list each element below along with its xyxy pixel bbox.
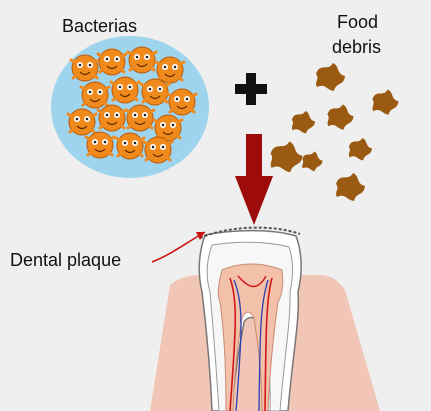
food-debris-group	[270, 63, 399, 201]
bacterium	[69, 54, 101, 82]
bacterium	[79, 81, 111, 109]
blood-vessel	[258, 279, 269, 411]
bacterium	[152, 114, 184, 142]
blood-vessel	[233, 279, 242, 411]
food-debris-blob	[291, 111, 315, 134]
bacteria-label: Bacterias	[62, 16, 138, 36]
bacterium	[114, 132, 146, 160]
food-debris-blob	[316, 63, 345, 91]
dental-plaque-label: Dental plaque	[10, 250, 122, 270]
tooth-cross-section	[150, 226, 380, 411]
bacterium	[96, 104, 128, 132]
food-debris-blob	[336, 173, 365, 201]
food-label-line1: Food	[337, 12, 379, 32]
bacterium	[139, 78, 171, 106]
bacterium	[109, 76, 141, 104]
bacterium	[96, 48, 128, 76]
bacterium	[142, 136, 174, 164]
nerve	[237, 275, 267, 288]
bacterium	[154, 56, 186, 84]
plus-icon	[235, 73, 267, 105]
bacterium	[166, 88, 198, 116]
food-debris-blob	[327, 104, 354, 130]
bacteria-group	[51, 36, 209, 178]
food-debris-blob	[270, 141, 303, 173]
bacterium	[84, 131, 116, 159]
nerve	[264, 277, 273, 411]
bacterium	[126, 46, 158, 74]
food-debris-blob	[302, 151, 323, 172]
down-arrow-icon	[235, 134, 273, 225]
nerve	[229, 277, 237, 411]
food-debris-blob	[372, 89, 399, 115]
food-label-line2: debris	[332, 37, 382, 57]
bacterium	[66, 108, 98, 136]
bacterium	[124, 104, 156, 132]
dental-plaque-outline	[199, 226, 301, 239]
plaque-pointer	[151, 231, 206, 263]
food-debris-blob	[348, 138, 372, 161]
